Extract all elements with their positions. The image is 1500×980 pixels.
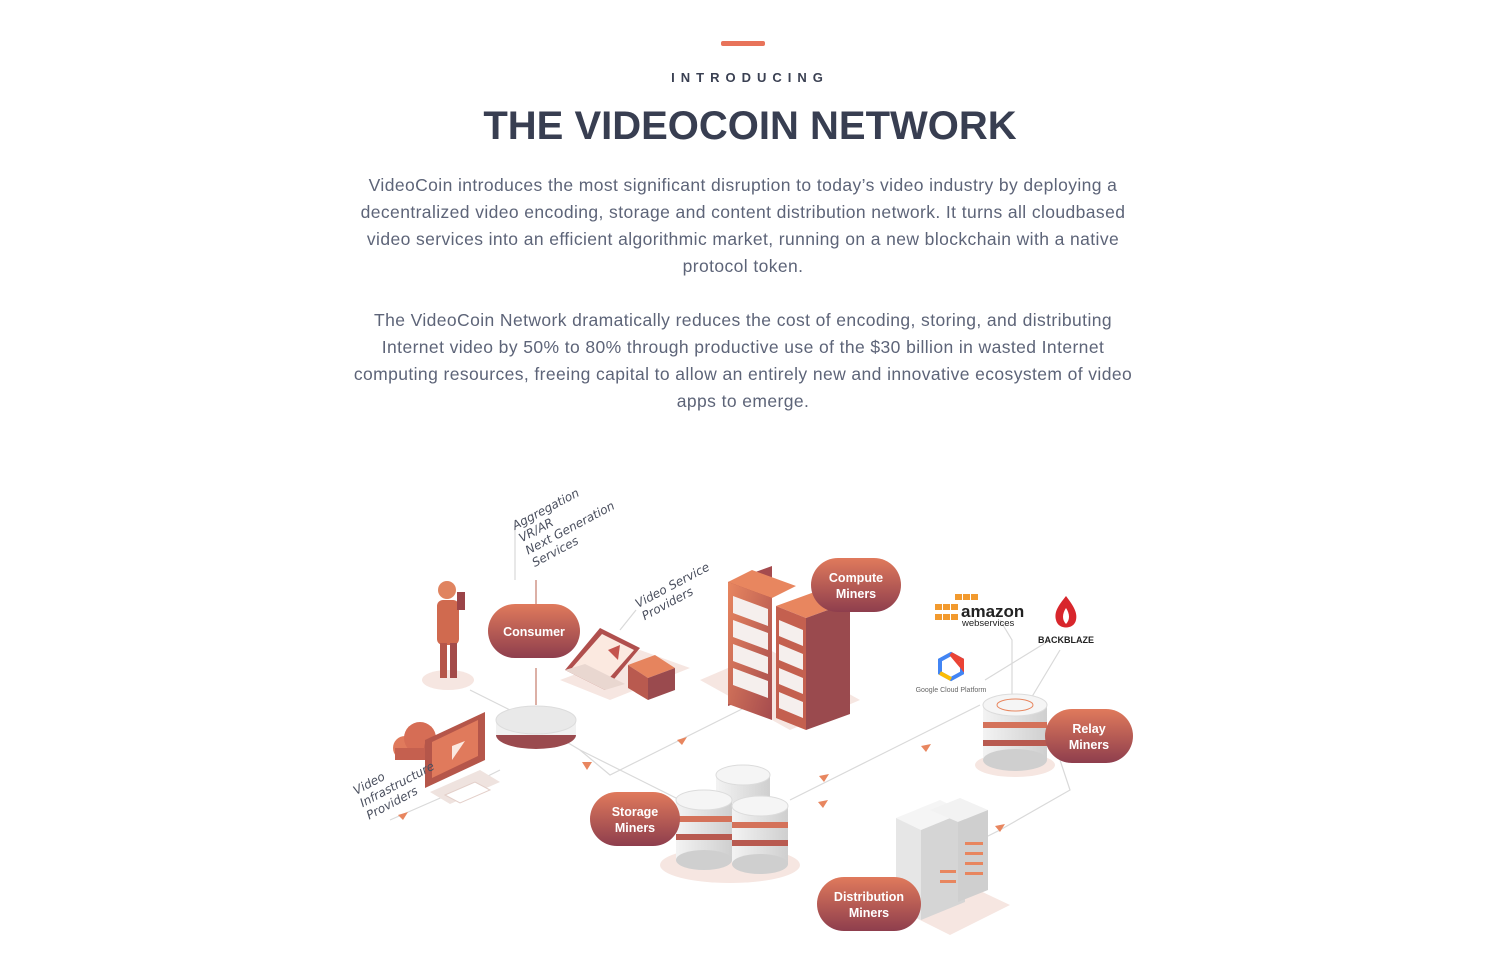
page-title: THE VIDEOCOIN NETWORK bbox=[483, 104, 1017, 148]
google-cloud-logo: Google Cloud Platform bbox=[916, 651, 987, 694]
google-cloud-logo-text: Google Cloud Platform bbox=[916, 687, 987, 694]
aws-logo-sub: webservices bbox=[961, 618, 1015, 629]
person-icon bbox=[422, 581, 474, 690]
accent-bar bbox=[721, 41, 765, 46]
compute-miners-label-1: Compute bbox=[829, 571, 883, 585]
consumer-label: Consumer bbox=[503, 625, 565, 639]
relay-miners-node: Relay Miners bbox=[1045, 709, 1133, 763]
relay-miners-label-2: Miners bbox=[1069, 738, 1109, 752]
storage-miners-node: Storage Miners bbox=[590, 792, 680, 846]
eyebrow-label: INTRODUCING bbox=[671, 70, 829, 85]
intro-paragraph: VideoCoin introduces the most significan… bbox=[360, 175, 1126, 276]
distribution-miners-label-2: Miners bbox=[849, 906, 889, 920]
consumer-node: Consumer bbox=[488, 604, 580, 658]
storage-miners-label-2: Miners bbox=[615, 821, 655, 835]
distribution-miners-label-1: Distribution bbox=[834, 890, 904, 904]
backblaze-logo: BACKBLAZE bbox=[1038, 596, 1094, 645]
monitor-play-icon bbox=[425, 712, 500, 804]
aws-logo: amazon webservices bbox=[935, 594, 1024, 629]
annotation-video-service-providers: Video Service Providers bbox=[633, 560, 712, 623]
network-diagram: Aggregation VR/AR Next Generation Servic… bbox=[351, 486, 1133, 935]
compute-miners-label-2: Miners bbox=[836, 587, 876, 601]
compute-miners-node: Compute Miners bbox=[811, 558, 901, 612]
relay-miners-label-1: Relay bbox=[1072, 722, 1105, 736]
relay-disk-icon bbox=[975, 693, 1055, 777]
storage-disk-icon bbox=[660, 764, 800, 883]
savings-paragraph: The VideoCoin Network dramatically reduc… bbox=[353, 310, 1133, 411]
hub-disk-icon bbox=[495, 705, 577, 749]
laptop-video-icon bbox=[560, 628, 690, 700]
storage-miners-label-1: Storage bbox=[612, 805, 659, 819]
distribution-miners-node: Distribution Miners bbox=[817, 877, 921, 931]
annotation-aggregation: Aggregation VR/AR Next Generation Servic… bbox=[509, 486, 617, 570]
backblaze-logo-text: BACKBLAZE bbox=[1038, 635, 1094, 645]
aws-logo-main: amazon bbox=[961, 602, 1024, 621]
server-rack-icon bbox=[700, 566, 860, 730]
